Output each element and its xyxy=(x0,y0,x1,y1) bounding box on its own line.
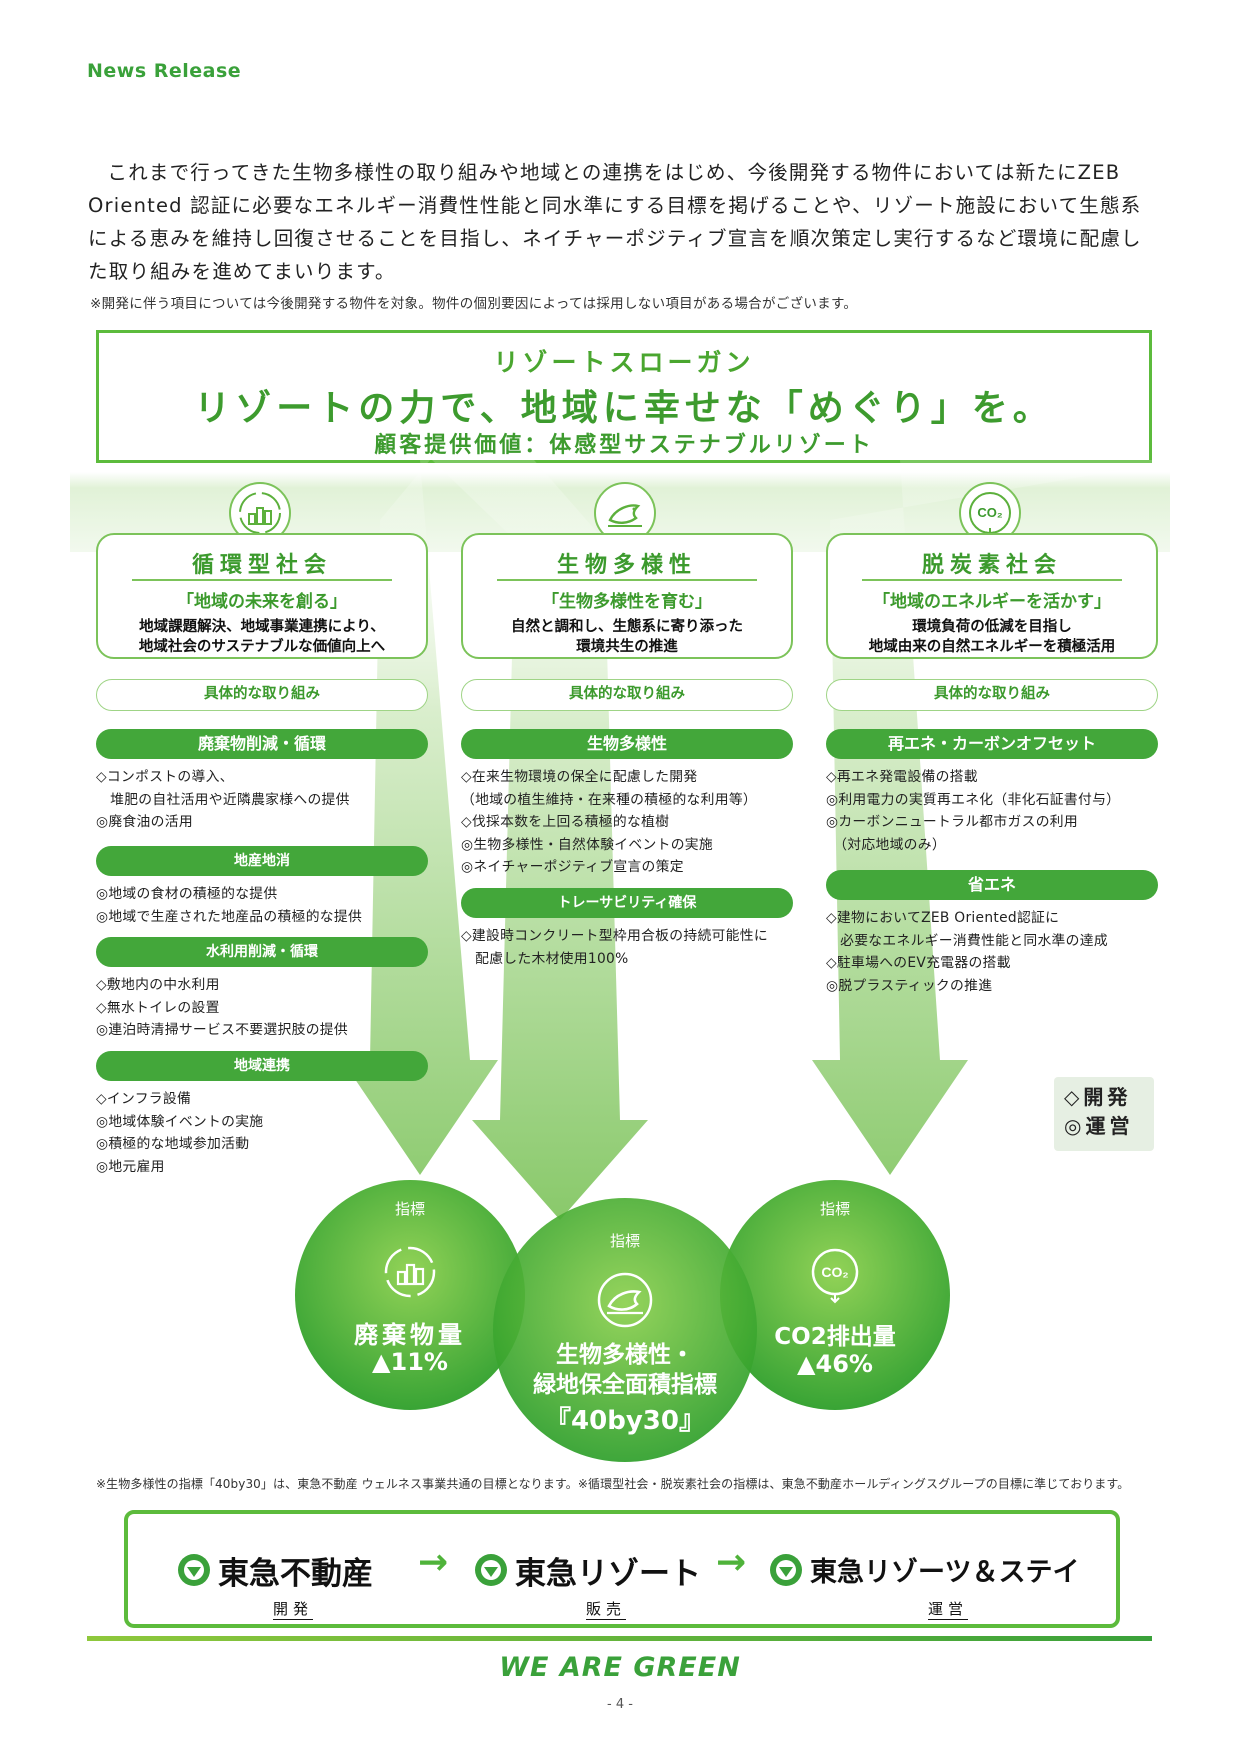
brand-name: 東急リゾーツ＆ステイ xyxy=(810,1557,1080,1588)
group-items: ◇建物においてZEB Oriented認証に 必要なエネルギー消費性能と同水準の… xyxy=(826,910,1108,994)
legend-box: ◇開発 ◎運営 xyxy=(1054,1077,1154,1151)
indicator-name: 生物多様性・ 緑地保全面積指標 xyxy=(533,1342,717,1398)
co2-icon-label: CO₂ xyxy=(977,505,1003,520)
indicator-label: 指標 xyxy=(609,1232,640,1250)
pillar-tag: 「地域のエネルギーを活かす」 xyxy=(873,592,1111,612)
brand-role: 販売 xyxy=(586,1600,627,1620)
brand-name: 東急リゾート xyxy=(515,1556,701,1592)
pillar-card-decarbon: 脱炭素社会 「地域のエネルギーを活かす」 環境負荷の低減を目指し地域由来の自然エ… xyxy=(826,533,1158,659)
arrow-right-icon: → xyxy=(418,1542,449,1583)
group-label: 水利用削減・循環 xyxy=(96,937,428,967)
brand-role: 運営 xyxy=(928,1600,969,1620)
group-items: ◇敷地内の中水利用◇無水トイレの設置◎連泊時清掃サービス不要選択肢の提供 xyxy=(96,977,348,1038)
brand-name: 東急不動産 xyxy=(218,1556,373,1592)
pillar-card-biodiversity: 生物多様性 「生物多様性を育む」 自然と調和し、生態系に寄り添った環境共生の推進 xyxy=(461,533,793,659)
intro-paragraph: これまで行ってきた生物多様性の取り組みや地域との連携をはじめ、今後開発する物件に… xyxy=(88,161,1142,283)
brand-box: 東急不動産 開発 → 東急リゾート 販売 → 東急リゾーツ＆ステイ 運営 xyxy=(124,1510,1120,1628)
pillar-card-circular: 循環型社会 「地域の未来を創る」 地域課題解決、地域事業連携により、地域社会のサ… xyxy=(96,533,428,659)
group-label: 省エネ xyxy=(826,870,1158,900)
co2-icon-label: CO₂ xyxy=(821,1264,848,1280)
recycle-buildings-icon xyxy=(378,1240,442,1308)
group-items: ◇建設時コンクリート型枠用合板の持続可能性に 配慮した木材使用100% xyxy=(461,928,768,967)
group-label: 地産地消 xyxy=(96,846,428,876)
brand-role: 開発 xyxy=(273,1600,314,1620)
pillar-desc: 環境負荷の低減を目指し地域由来の自然エネルギーを積極活用 xyxy=(868,619,1116,655)
pillar-desc: 地域課題解決、地域事業連携により、地域社会のサステナブルな価値向上へ xyxy=(138,619,386,655)
pillar-desc: 自然と調和し、生態系に寄り添った環境共生の推進 xyxy=(511,619,743,655)
pillar-tag: 「生物多様性を育む」 xyxy=(542,592,712,612)
slogan-label: リゾートスローガン xyxy=(493,348,755,377)
concrete-actions-label: 具体的な取り組み xyxy=(461,679,793,711)
indicator-name: CO2排出量 xyxy=(774,1324,896,1350)
page-number: - 4 - xyxy=(607,1697,633,1712)
group-label: 生物多様性 xyxy=(461,729,793,759)
pillar-title: 生物多様性 xyxy=(556,553,697,578)
arrow-right-icon: → xyxy=(716,1542,747,1583)
legend-dev: ◇開発 xyxy=(1064,1085,1132,1109)
slogan-main: リゾートの力で、地域に幸せな「めぐり」を。 xyxy=(194,388,1054,429)
legend-ops: ◎運営 xyxy=(1064,1114,1134,1138)
group-label: 地域連携 xyxy=(96,1051,428,1081)
group-label: トレーサビリティ確保 xyxy=(461,888,793,918)
slogan-value: 顧客提供価値：体感型サステナブルリゾート xyxy=(374,433,874,458)
group-items: ◎地域の食材の積極的な提供◎地域で生産された地産品の積極的な提供 xyxy=(96,886,363,925)
indicator-value: 『40by30』 xyxy=(545,1406,705,1436)
intro-note: ※開発に伴う項目については今後開発する物件を対象。物件の個別要因によっては採用し… xyxy=(90,296,858,312)
pillar-title: 脱炭素社会 xyxy=(921,553,1062,578)
tokyu-logo-icon xyxy=(178,1554,210,1586)
slogan-box: リゾートスローガン リゾートの力で、地域に幸せな「めぐり」を。 顧客提供価値：体… xyxy=(96,330,1152,463)
concrete-actions-label: 具体的な取り組み xyxy=(96,679,428,711)
bird-icon xyxy=(593,1268,657,1336)
group-items: ◇インフラ設備◎地域体験イベントの実施◎積極的な地域参加活動◎地元雇用 xyxy=(96,1091,264,1175)
indicator-value: ▲11% xyxy=(372,1348,448,1376)
concrete-actions-label: 具体的な取り組み xyxy=(826,679,1158,711)
co2-icon: CO₂ xyxy=(803,1240,867,1308)
tokyu-logo-icon xyxy=(770,1554,802,1586)
footer-divider xyxy=(87,1636,1152,1641)
group-label: 廃棄物削減・循環 xyxy=(96,729,428,759)
indicator-label: 指標 xyxy=(819,1200,850,1218)
pillar-tag: 「地域の未来を創る」 xyxy=(177,592,347,612)
pillar-title: 循環型社会 xyxy=(191,553,332,578)
bottom-note: ※生物多様性の指標「40by30」は、東急不動産 ウェルネス事業共通の目標となり… xyxy=(96,1477,1130,1491)
group-label: 再エネ・カーボンオフセット xyxy=(826,729,1158,759)
tokyu-logo-icon xyxy=(475,1554,507,1586)
group-items: ◇再エネ発電設備の搭載◎利用電力の実質再エネ化（非化石証書付与）◎カーボンニュー… xyxy=(826,769,1121,853)
group-items: ◇コンポストの導入、 堆肥の自社活用や近隣農家様への提供◎廃食油の活用 xyxy=(96,769,350,830)
news-release-label: News Release xyxy=(87,60,242,82)
footer-slogan: WE ARE GREEN xyxy=(499,1652,741,1683)
indicator-value: ▲46% xyxy=(797,1350,873,1378)
indicator-label: 指標 xyxy=(394,1200,425,1218)
group-items: ◇在来生物環境の保全に配慮した開発（地域の植生維持・在来種の積極的な利用等）◇伐… xyxy=(461,769,758,875)
indicator-name: 廃棄物量 xyxy=(354,1321,466,1349)
